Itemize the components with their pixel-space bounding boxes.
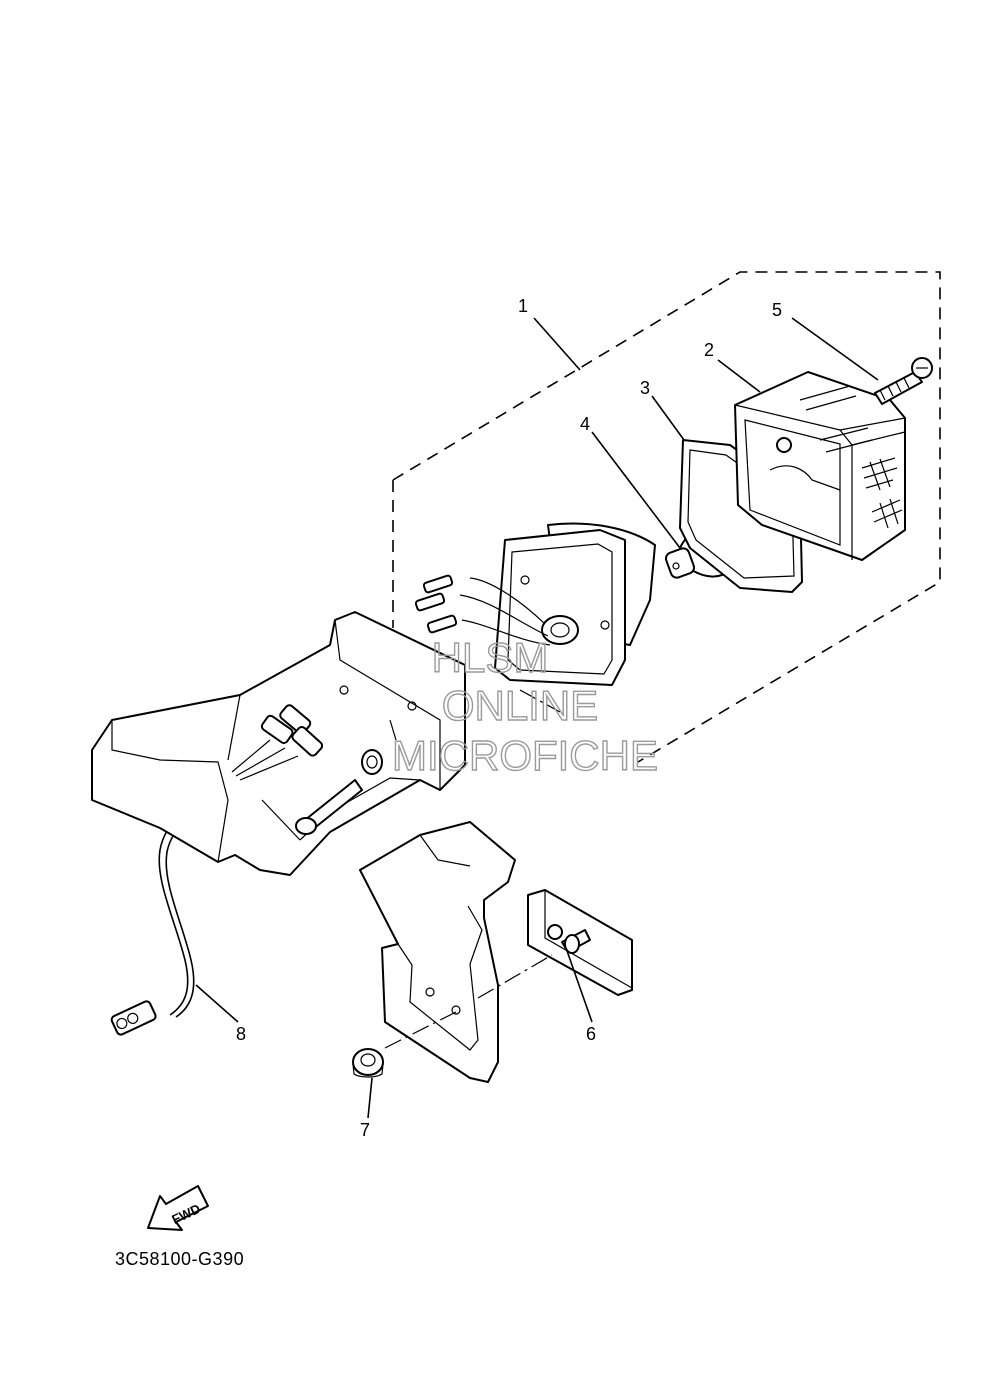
callout-4: 4	[580, 414, 590, 434]
leader-lines	[195, 317, 879, 1119]
part-2-lens[interactable]	[734, 371, 906, 561]
callout-7: 7	[360, 1120, 370, 1140]
assembly-boundary	[392, 271, 941, 763]
tail-lamp-base	[414, 522, 656, 686]
watermark-line-1: HLSM	[432, 634, 549, 681]
bracket-connector-plugs	[231, 704, 324, 781]
callout-labels: 1 2 3 4 5 6 7 8	[236, 296, 782, 1140]
callout-2: 2	[704, 340, 714, 360]
callout-5: 5	[772, 300, 782, 320]
callout-6: 6	[586, 1024, 596, 1044]
part-5-screw[interactable]	[874, 357, 933, 405]
callout-1: 1	[518, 296, 528, 316]
reflector-mesh	[861, 457, 903, 529]
part-7-nut[interactable]	[352, 1048, 384, 1078]
callout-3: 3	[640, 378, 650, 398]
part-6-license-light[interactable]	[527, 889, 633, 996]
fwd-arrow-icon: FWD	[147, 1185, 209, 1231]
bracket-mounting-bolt	[295, 749, 383, 835]
callout-8: 8	[236, 1024, 246, 1044]
diagram-part-code: 3C58100-G390	[115, 1249, 244, 1269]
watermark-line-3: MICROFICHE	[392, 732, 658, 779]
tail-light-bracket	[91, 611, 516, 1083]
watermark-line-2: ONLINE	[442, 682, 598, 729]
watermark: HLSM ONLINE MICROFICHE	[391, 633, 658, 779]
